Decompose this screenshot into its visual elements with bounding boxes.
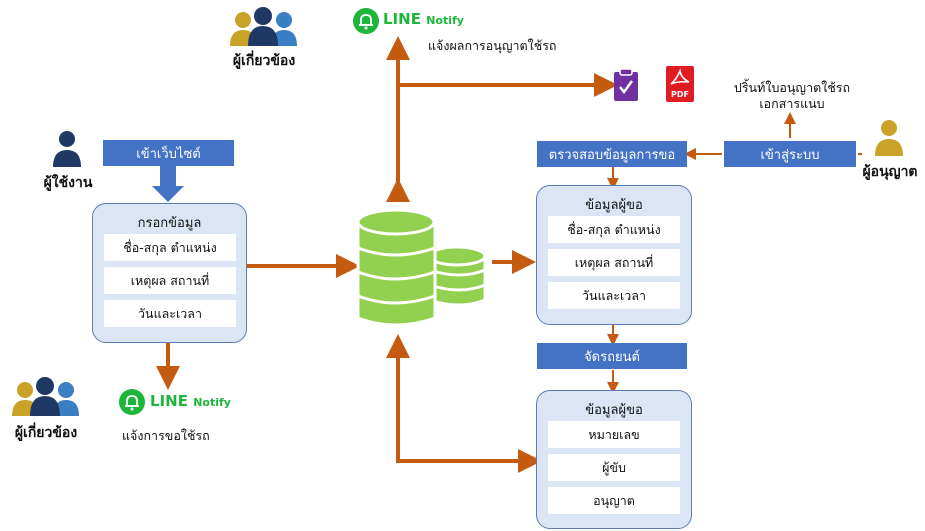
applicant-field-date: วันและเวลา (548, 282, 680, 309)
result-title: ข้อมูลผู้ขอ (585, 403, 643, 418)
user-label: ผู้ใช้งาน (43, 175, 93, 191)
check-bar: ตรวจสอบข้อมูลการขอ (537, 141, 687, 167)
result-field-approve: อนุญาต (548, 487, 680, 514)
form-panel: กรอกข้อมูล ชื่อ-สกุล ตำแหน่ง เหตุผล สถาน… (92, 203, 247, 343)
applicant-field-reason: เหตุผล สถานที่ (548, 249, 680, 276)
result-field-number: หมายเลข (548, 421, 680, 448)
related-people-bottom-icon (12, 377, 79, 416)
line-bell-bottom-icon (119, 389, 145, 415)
database-icon (356, 208, 487, 327)
related-people-top-icon (230, 7, 297, 46)
approver-label: ผู้อนุญาต (862, 164, 918, 180)
line-notify-bottom-logo: LINE Notify (150, 392, 231, 410)
line-bell-top-icon (353, 8, 379, 34)
notify-bottom-text: แจ้งการขอใช้รถ (122, 428, 210, 443)
form-field-reason: เหตุผล สถานที่ (104, 267, 236, 294)
applicant-field-name: ชื่อ-สกุล ตำแหน่ง (548, 216, 680, 243)
related-bottom-label: ผู้เกี่ยวข้อง (14, 425, 78, 441)
applicant-panel: ข้อมูลผู้ขอ ชื่อ-สกุล ตำแหน่ง เหตุผล สถา… (536, 185, 692, 325)
pdf-icon: PDF (666, 66, 694, 102)
clipboard-check-icon (614, 68, 638, 101)
applicant-title: ข้อมูลผู้ขอ (585, 198, 643, 213)
form-field-date: วันและเวลา (104, 300, 236, 327)
user-icon (53, 131, 81, 167)
print-text-line1: ปริ้นท์ใบอนุญาตใช้รถ (733, 80, 851, 95)
website-down-arrow (152, 165, 184, 202)
result-to-db-arrow (386, 334, 531, 463)
related-top-label: ผู้เกี่ยวข้อง (232, 53, 296, 69)
print-text-line2: เอกสารแนบ (759, 96, 825, 111)
form-field-name: ชื่อ-สกุล ตำแหน่ง (104, 234, 236, 261)
arrange-car-bar: จัดรถยนต์ (537, 343, 687, 369)
result-field-driver: ผู้ขับ (548, 454, 680, 481)
website-bar: เข้าเว็บไซต์ (103, 140, 234, 166)
login-bar: เข้าสู่ระบบ (724, 141, 856, 167)
form-title: กรอกข้อมูล (137, 216, 202, 231)
notify-top-text: แจ้งผลการอนุญาตใช้รถ (428, 38, 557, 53)
result-panel: ข้อมูลผู้ขอ หมายเลข ผู้ขับ อนุญาต (536, 390, 692, 529)
approver-icon (875, 120, 903, 156)
line-notify-top-logo: LINE Notify (383, 10, 464, 28)
